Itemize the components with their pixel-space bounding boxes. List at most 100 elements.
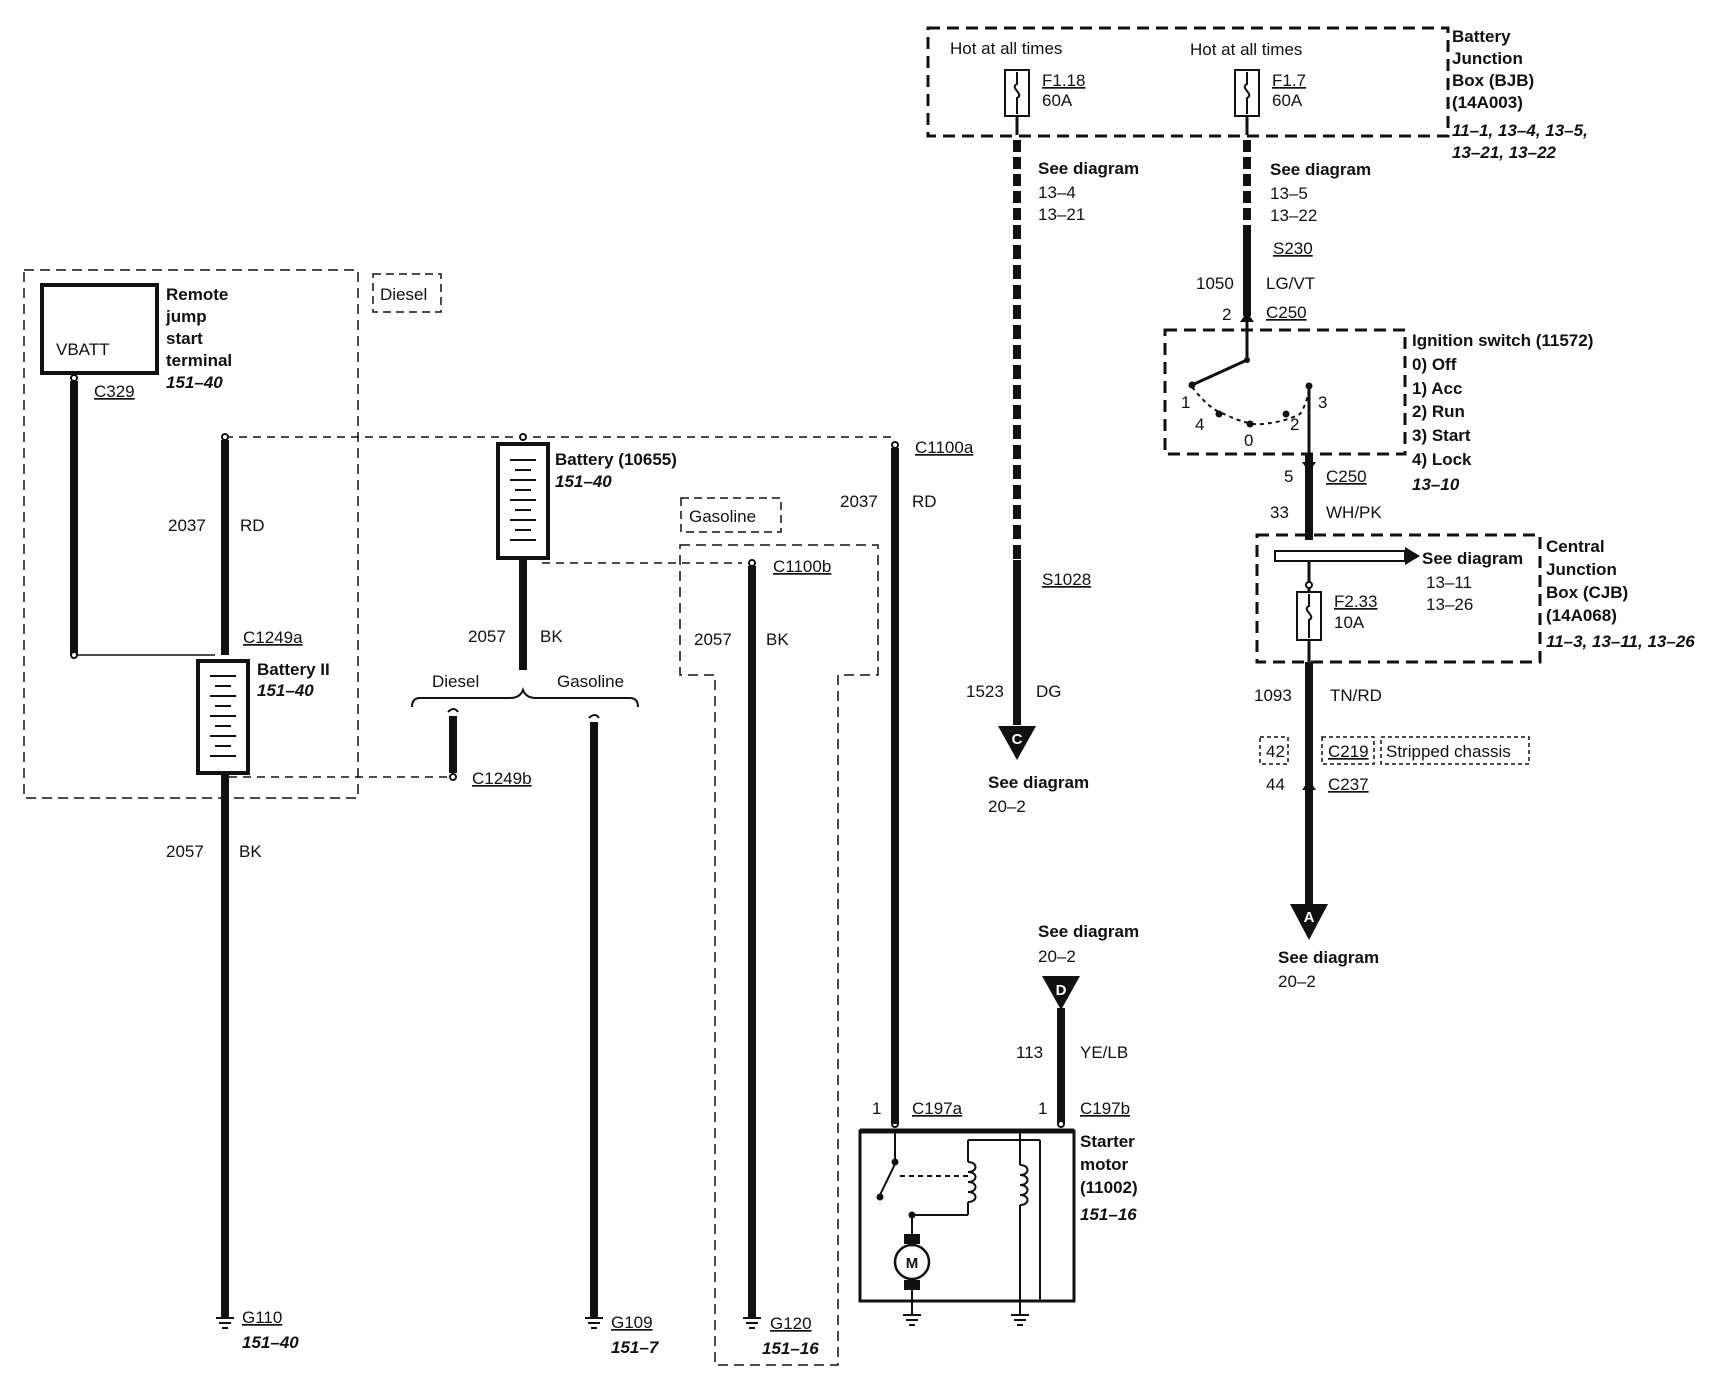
ignition-title: Ignition switch (11572)	[1412, 331, 1593, 350]
bjb-title-3: Box (BJB)	[1452, 71, 1534, 90]
ground-g110-ref: 151–40	[242, 1333, 299, 1352]
ignition-ref: 13–10	[1412, 475, 1460, 494]
remote-jump-start-terminal: VBATT Remote jump start terminal 151–40 …	[40, 283, 232, 656]
ignition-contact-1: 1	[1181, 393, 1190, 412]
circuit-1523: 1523	[966, 682, 1004, 701]
cjb-see-diagram: See diagram	[1422, 549, 1523, 568]
connector-c197a: C197a	[912, 1099, 963, 1118]
connector-c329: C329	[94, 382, 135, 401]
splice-s1028: S1028	[1042, 570, 1091, 589]
color-1093: TN/RD	[1330, 686, 1382, 705]
wire-ignition-to-cjb: 5 C250 33 WH/PK	[1270, 454, 1382, 540]
connector-c-ref: 20–2	[988, 797, 1026, 816]
see-diagram-left-ref-2: 13–21	[1038, 205, 1085, 224]
connector-c250-bottom: C250	[1326, 467, 1367, 486]
brace-diesel: Diesel	[432, 672, 479, 691]
battery-junction-box: Hot at all times F1.18 60A Hot at all ti…	[926, 26, 1588, 162]
ground-g109: G109	[611, 1313, 653, 1332]
connector-d-see: See diagram	[1038, 922, 1139, 941]
ignition-pos-4: 4) Lock	[1412, 450, 1472, 469]
cjb-title-4: (14A068)	[1546, 606, 1617, 625]
color-1523: DG	[1036, 682, 1062, 701]
bjb-title-1: Battery	[1452, 27, 1511, 46]
battery-main-ref: 151–40	[555, 472, 612, 491]
ignition-contact-0: 0	[1244, 431, 1253, 450]
color-2057-left: BK	[239, 842, 262, 861]
connector-c1100b: C1100b	[773, 557, 831, 576]
connector-c1249b: C1249b	[472, 769, 532, 788]
connector-a-see: See diagram	[1278, 948, 1379, 967]
gasoline-region: Gasoline C1100b 2057 BK G120 151–16	[679, 497, 879, 1366]
remote-ref: 151–40	[166, 373, 223, 392]
ignition-pos-2: 2) Run	[1412, 402, 1465, 421]
wire-2037-left: 2037 RD C1249a	[70, 433, 303, 659]
see-diagram-left: See diagram	[1038, 159, 1139, 178]
starter-title-1: Starter	[1080, 1132, 1135, 1151]
ignition-pos-1: 1) Acc	[1412, 379, 1462, 398]
see-diagram-right-ref-2: 13–22	[1270, 206, 1317, 225]
cjb-title-3: Box (CJB)	[1546, 583, 1628, 602]
ignition-contact-4: 4	[1195, 415, 1204, 434]
connector-c1100a: C1100a	[915, 438, 974, 457]
connector-d-ref: 20–2	[1038, 947, 1076, 966]
wire-2037-right: C1100a 2037 RD	[840, 438, 974, 1124]
wire-2057-center: 2057 BK Diesel Gasoline C1249b G109 151–…	[411, 558, 660, 1357]
connector-a-letter: A	[1304, 909, 1315, 926]
fuse-f1-7-amps: 60A	[1272, 91, 1303, 110]
connector-c219: C219	[1328, 742, 1369, 761]
dashed-links	[225, 436, 892, 778]
ground-g120-ref: 151–16	[762, 1339, 819, 1358]
bjb-refs-2: 13–21, 13–22	[1452, 143, 1557, 162]
fuse-f2-33-label: F2.33	[1334, 592, 1377, 611]
bjb-refs-1: 11–1, 13–4, 13–5,	[1452, 121, 1588, 140]
starter-pin-a: 1	[872, 1099, 881, 1118]
pin-5: 5	[1284, 467, 1293, 486]
ignition-contact-3: 3	[1318, 393, 1327, 412]
starter-title-2: motor	[1080, 1155, 1129, 1174]
circuit-33: 33	[1270, 503, 1289, 522]
connector-c1249a: C1249a	[243, 628, 303, 647]
color-2037-right: RD	[912, 492, 937, 511]
bjb-hot-label-2: Hot at all times	[1190, 40, 1302, 59]
circuit-1093: 1093	[1254, 686, 1292, 705]
starter-title-3: (11002)	[1080, 1178, 1138, 1197]
ignition-contact-2: 2	[1290, 415, 1299, 434]
cjb-title-1: Central	[1546, 537, 1605, 556]
central-junction-box: F2.33 10A See diagram 13–11 13–26 Centra…	[1255, 533, 1695, 664]
ground-g109-ref: 151–7	[611, 1338, 660, 1357]
circuit-2057-center: 2057	[468, 627, 506, 646]
connector-c-letter: C	[1012, 731, 1023, 748]
remote-title-2: jump	[165, 307, 207, 326]
color-1050: LG/VT	[1266, 274, 1315, 293]
fuse-f1-18-amps: 60A	[1042, 91, 1073, 110]
connector-c-see: See diagram	[988, 773, 1089, 792]
wire-cjb-to-a: 1093 TN/RD 42 C219 Stripped chassis 44 C…	[1254, 662, 1530, 991]
ground-g110: G110	[242, 1308, 282, 1327]
remote-title-1: Remote	[166, 285, 228, 304]
diesel-tag: Diesel	[380, 285, 427, 304]
wire-f1-7-branch: See diagram 13–5 13–22 S230 1050 LG/VT 2…	[1196, 116, 1371, 324]
see-diagram-right: See diagram	[1270, 160, 1371, 179]
circuit-2057-right: 2057	[694, 630, 732, 649]
circuit-2057-left: 2057	[166, 842, 204, 861]
battery-main-title: Battery (10655)	[555, 450, 677, 469]
fuse-f2-33-amps: 10A	[1334, 613, 1365, 632]
ignition-switch: 1 4 0 2 3 Ignition switch (11572) 0) Off…	[1163, 322, 1593, 494]
see-diagram-left-ref-1: 13–4	[1038, 183, 1076, 202]
connector-d-letter: D	[1056, 982, 1067, 999]
cjb-see-ref-1: 13–11	[1426, 573, 1472, 592]
battery-ii: Battery II 151–40	[196, 659, 330, 775]
remote-title-4: terminal	[166, 351, 232, 370]
starter-ref: 151–16	[1080, 1205, 1137, 1224]
ignition-pos-3: 3) Start	[1412, 426, 1471, 445]
vbatt-label: VBATT	[56, 340, 110, 359]
battery-ii-title: Battery II	[257, 660, 330, 679]
wire-2057-g110: 2057 BK G110 151–40	[166, 773, 299, 1352]
pin-44: 44	[1266, 775, 1285, 794]
pin-2: 2	[1222, 305, 1231, 324]
starter-motor: 1 C197a 1 C197b M Starter	[858, 1099, 1138, 1326]
color-2057-right: BK	[766, 630, 789, 649]
fuse-f1-18-label: F1.18	[1042, 71, 1085, 90]
battery-main: Battery (10655) 151–40	[496, 433, 677, 560]
